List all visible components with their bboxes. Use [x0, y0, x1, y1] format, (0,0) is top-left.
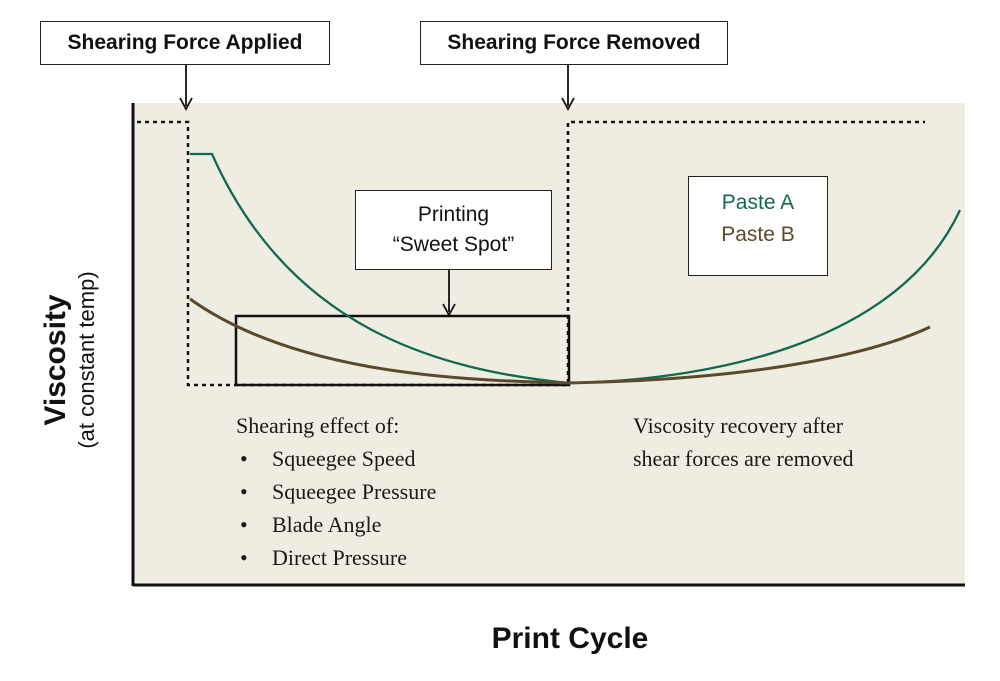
paste-b-curve: [189, 297, 931, 385]
recovery-line2: shear forces are removed: [633, 446, 854, 471]
legend: Paste A Paste B: [688, 176, 828, 276]
y-axis-label: Viscosity (at constant temp): [39, 271, 101, 448]
list-item: Direct Pressure: [236, 541, 436, 574]
sweet-spot-rect: [234, 314, 571, 387]
shearing-force-removed-callout: Shearing Force Removed: [420, 21, 728, 65]
shearing-heading: Shearing effect of:: [236, 413, 400, 438]
shearing-force-applied-callout: Shearing Force Applied: [40, 21, 330, 65]
list-item: Squeegee Pressure: [236, 475, 436, 508]
shearing-effects-note: Shearing effect of: Squeegee Speed Squee…: [236, 409, 436, 574]
shearing-list: Squeegee Speed Squeegee Pressure Blade A…: [236, 442, 436, 574]
x-axis-label: Print Cycle: [491, 622, 649, 655]
removed-arrowhead: [561, 97, 575, 111]
recovery-line1: Viscosity recovery after: [633, 413, 844, 438]
viscosity-recovery-note: Viscosity recovery after shear forces ar…: [633, 409, 853, 475]
legend-paste-b: Paste B: [721, 223, 795, 246]
list-item: Blade Angle: [236, 508, 436, 541]
sweet-spot-line1: Printing: [417, 203, 490, 226]
y-axis-subtitle: (at constant temp): [74, 271, 99, 449]
list-item: Squeegee Speed: [236, 442, 436, 475]
sweet-spot-callout: Printing “Sweet Spot”: [355, 190, 552, 270]
sweet-spot-arrowhead: [442, 303, 456, 317]
legend-paste-a: Paste A: [721, 191, 795, 214]
sweet-spot-line2: “Sweet Spot”: [392, 233, 515, 256]
applied-arrowhead: [179, 97, 193, 111]
y-axis-title: Viscosity: [39, 294, 72, 426]
